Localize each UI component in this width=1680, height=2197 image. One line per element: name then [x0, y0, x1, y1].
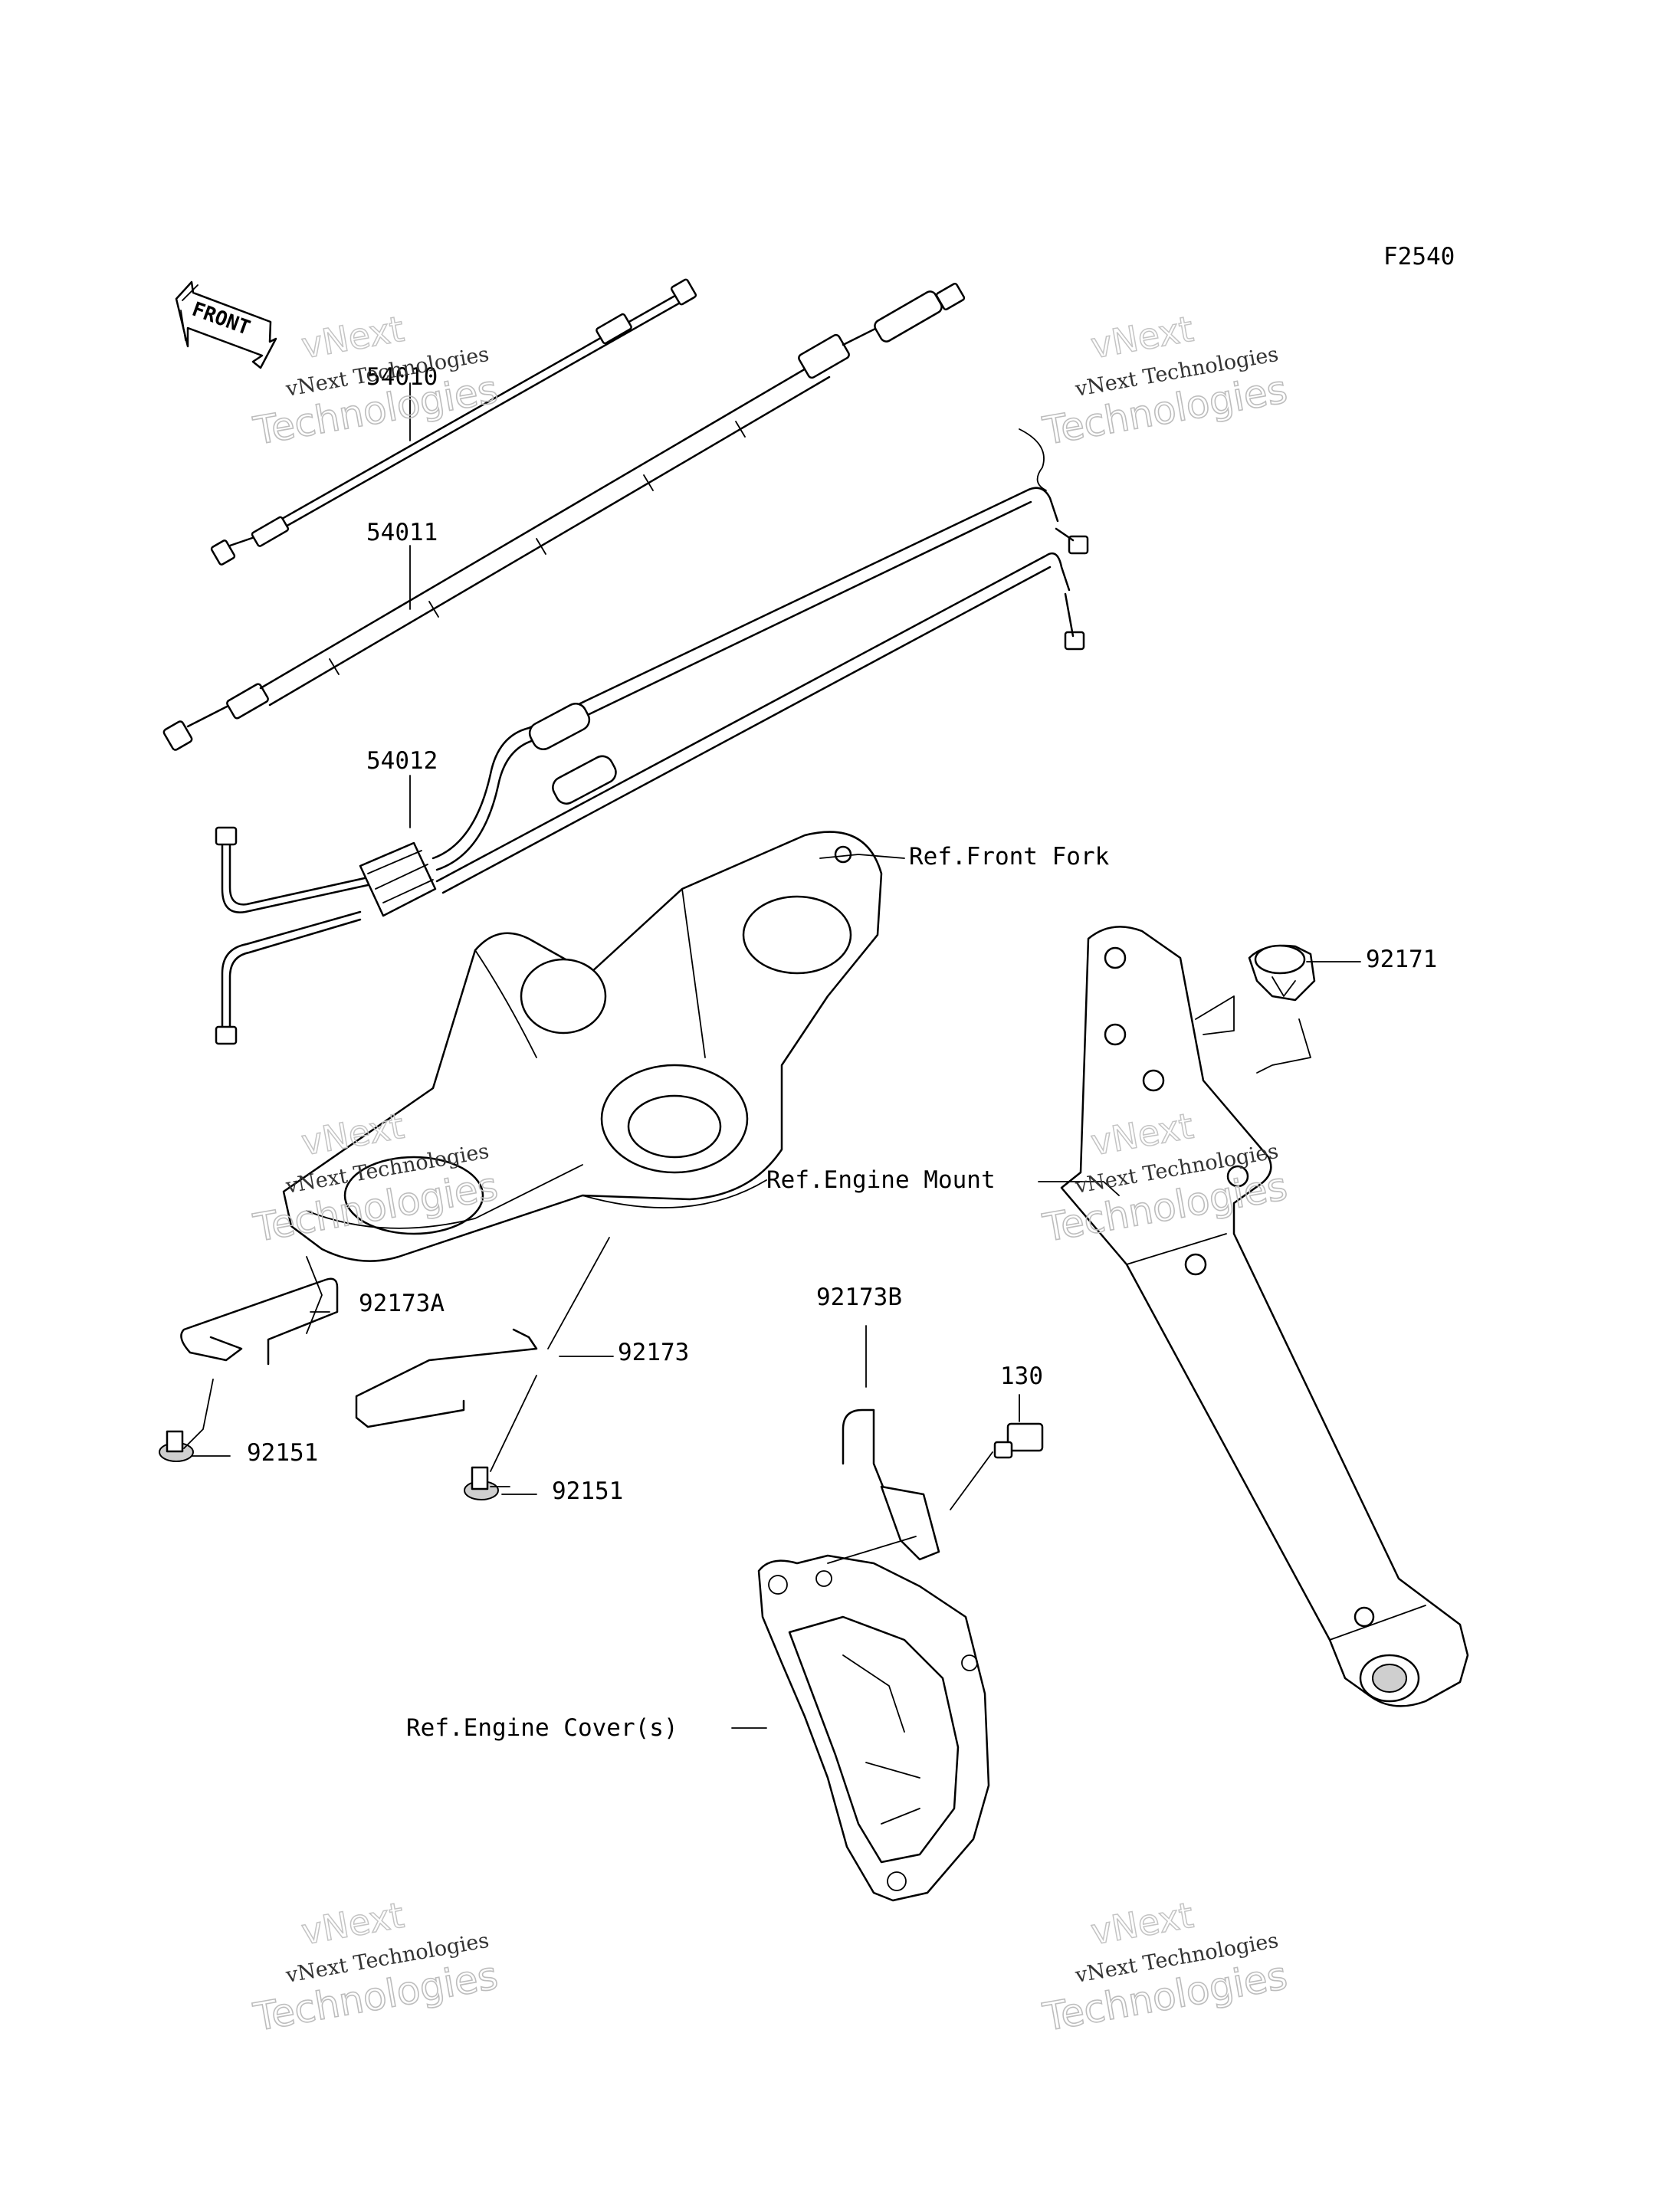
svg-text:vNext: vNext — [1088, 308, 1196, 367]
engine-cover — [757, 1554, 990, 1902]
watermark-top-left: vNext vNext Technologies Technologies — [250, 307, 502, 454]
bolt-92151-center — [464, 1466, 499, 1500]
label-130: 130 — [1000, 1362, 1043, 1390]
watermark-bottom-left: vNext vNext Technologies Technologies — [250, 1894, 502, 2041]
holder-92173A — [180, 1277, 339, 1366]
bolt-92151-left — [159, 1430, 194, 1462]
holder-92173 — [355, 1328, 538, 1428]
label-54012: 54012 — [366, 747, 438, 775]
label-92173B: 92173B — [816, 1284, 902, 1311]
label-92151-left: 92151 — [247, 1439, 318, 1467]
label-92173A: 92173A — [359, 1290, 445, 1317]
leader-lines — [183, 382, 1361, 1729]
figure-code: F2540 — [1383, 243, 1455, 271]
svg-text:vNext: vNext — [298, 308, 407, 367]
cable-54011 — [162, 282, 966, 751]
watermark-middle-right: vNext vNext Technologies Technologies — [1039, 1104, 1291, 1251]
bolt-130 — [993, 1422, 1044, 1459]
steering-stem — [282, 831, 883, 1262]
label-54010: 54010 — [366, 363, 438, 391]
svg-text:vNext: vNext — [1088, 1894, 1196, 1953]
cable-54012 — [215, 428, 1089, 1045]
label-92171: 92171 — [1366, 946, 1437, 973]
clamp-92171 — [1248, 944, 1316, 1002]
label-92173: 92173 — [618, 1339, 689, 1366]
front-arrow-icon: FRONT — [175, 280, 277, 369]
svg-text:vNext: vNext — [298, 1894, 407, 1953]
label-54011: 54011 — [366, 519, 438, 546]
ref-engine-cover: Ref.Engine Cover(s) — [406, 1714, 678, 1742]
watermark-bottom-right: vNext vNext Technologies Technologies — [1039, 1894, 1291, 2041]
watermark-top-right: vNext vNext Technologies Technologies — [1039, 307, 1291, 454]
holder-92173B — [842, 1408, 940, 1561]
label-92151-center: 92151 — [552, 1477, 623, 1505]
ref-front-fork: Ref.Front Fork — [909, 843, 1110, 871]
engine-mount — [1060, 926, 1469, 1707]
ref-engine-mount: Ref.Engine Mount — [766, 1166, 996, 1194]
cable-54010 — [210, 278, 697, 566]
